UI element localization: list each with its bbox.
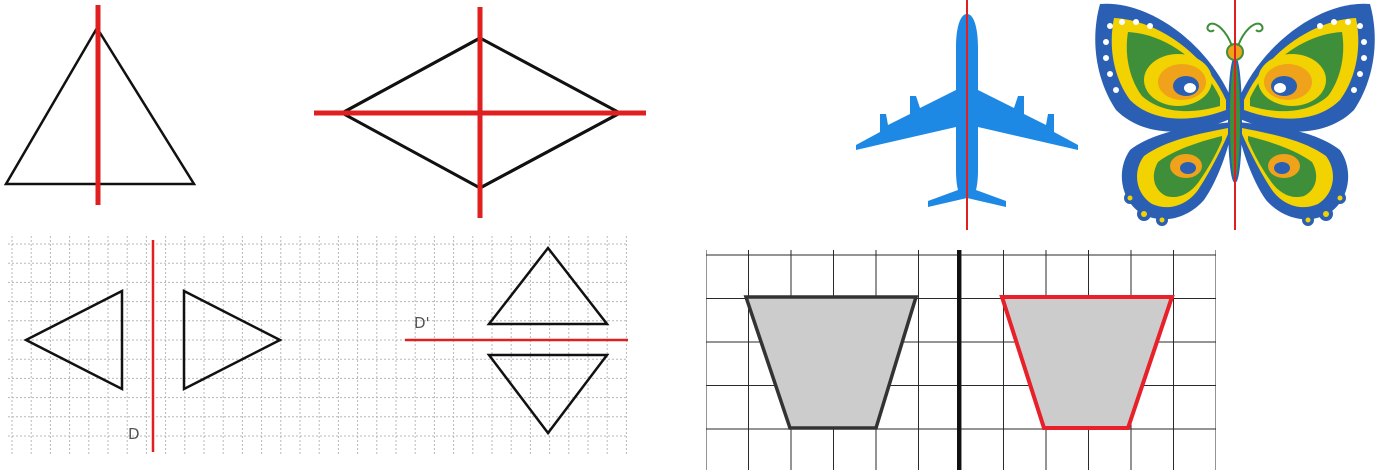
butterfly-icon (1095, 0, 1375, 230)
butterfly-left-wing (1095, 3, 1232, 226)
triangle-figure (3, 5, 197, 205)
butterfly-right-wing (1238, 3, 1375, 226)
trapezoid-reflected (999, 295, 1175, 430)
airplane-panel (850, 0, 1080, 230)
trapezoid-reflection-panel (706, 250, 1216, 470)
rhombus-panel (314, 0, 646, 222)
axis-d-label: D (128, 425, 140, 443)
rhombus-figure (314, 7, 646, 218)
axis-d-prime-label: D' (414, 314, 430, 332)
triangle-reflection-figure: D D' (8, 236, 628, 454)
triangle-panel (0, 0, 210, 215)
left-triangle (23, 288, 124, 392)
top-triangle (486, 245, 610, 326)
bottom-triangle-reflected (486, 353, 610, 436)
trapezoid-reflection-figure (706, 250, 1216, 470)
left-triangle-reflected (182, 288, 283, 392)
trapezoid-original (743, 295, 919, 430)
butterfly-panel (1086, 0, 1384, 230)
fine-grid (8, 236, 628, 454)
triangle-reflection-panel: D D' (8, 236, 628, 454)
airplane-icon (856, 0, 1078, 230)
